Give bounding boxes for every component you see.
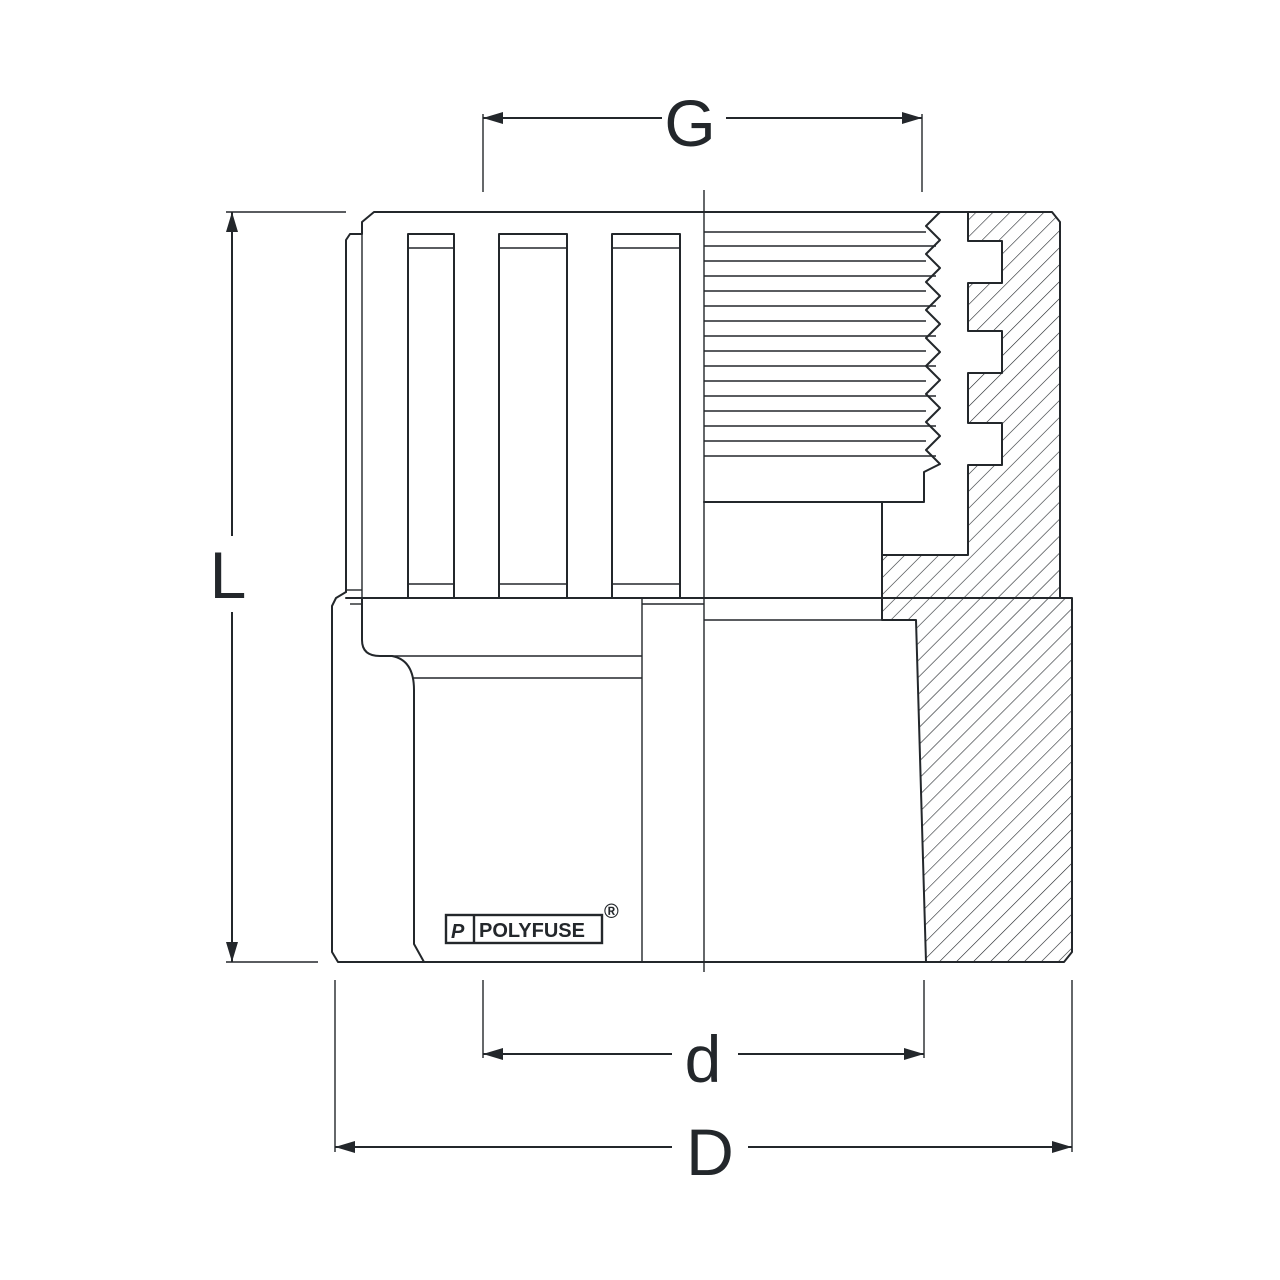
dimension-D-label: D <box>686 1115 734 1189</box>
dimension-d-label: d <box>685 1022 722 1096</box>
dimension-L: L <box>210 211 346 963</box>
ribs <box>407 233 681 599</box>
dimension-D: D <box>334 980 1073 1189</box>
logo-name: POLYFUSE <box>479 920 585 942</box>
socket-exterior <box>350 597 704 963</box>
dimension-L-label: L <box>210 538 247 612</box>
registered-mark: ® <box>604 901 619 923</box>
dimension-G: G <box>482 86 923 192</box>
dimension-G-label: G <box>664 86 715 160</box>
logo-mark: P <box>451 921 465 943</box>
dimension-d: d <box>482 980 925 1096</box>
polyfuse-logo: P POLYFUSE ® <box>444 901 619 945</box>
section-hatch <box>882 212 1072 962</box>
thread-section <box>703 211 1003 963</box>
